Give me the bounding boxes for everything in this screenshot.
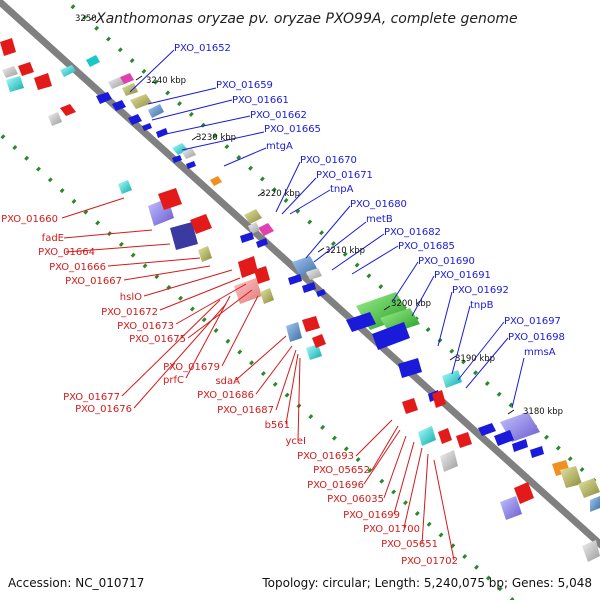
gene-label: PXO_01676 [75,404,132,415]
gene-label: PXO_01660 [1,214,58,225]
gene-label: PXO_01672 [101,307,158,318]
forward-features [60,55,600,512]
gene-label: tnpB [470,300,494,311]
reverse-features [0,38,600,562]
gene-label: mtgA [266,141,293,152]
gene-label: yceI [285,436,306,447]
tick-label: 3230 kbp [196,133,236,143]
gene-label: PXO_05651 [381,539,438,550]
gene-label: PXO_01675 [129,334,186,345]
tick-label: 3180 kbp [523,407,563,417]
tick-label: 3250 [75,14,97,24]
gene-label: prfC [163,375,184,386]
gene-label: PXO_01692 [452,285,509,296]
reverse-gene-labels: PXO_01660 fadE PXO_01664 PXO_01666 PXO_0… [1,214,458,567]
gene-label: PXO_01700 [363,524,420,535]
gene-label: sdaA [215,376,240,387]
kbp-scale-labels: 3250 3240 kbp 3230 kbp 3220 kbp 3210 kbp… [75,14,563,417]
gene-label: tnpA [330,184,354,195]
gene-label: PXO_01685 [398,241,455,252]
gene-label: PXO_01665 [264,124,321,135]
gene-label: PXO_01677 [63,392,120,403]
gene-label: PXO_05652 [313,465,370,476]
gene-label: PXO_01682 [384,227,441,238]
tick-label: 3220 kbp [260,189,300,199]
gene-label: PXO_01673 [117,321,174,332]
gene-label: PXO_01686 [197,390,254,401]
tick-label: 3190 kbp [455,354,495,364]
gene-label: PXO_01696 [307,480,364,491]
gene-label: PXO_01691 [434,270,491,281]
forward-leader-lines [129,49,525,409]
gene-label: PXO_01661 [232,95,289,106]
tick-label: 3240 kbp [146,76,186,86]
gene-label: PXO_01687 [217,405,274,416]
gene-label: PXO_01664 [38,247,95,258]
gene-label: mmsA [524,347,556,358]
tick-label: 3210 kbp [325,246,365,256]
accession-text: Accession: NC_010717 [8,576,144,590]
gene-label: PXO_01652 [174,43,231,54]
gene-label: PXO_01666 [49,262,106,273]
gene-label: PXO_01670 [300,155,357,166]
gene-label: PXO_01680 [350,199,407,210]
gene-label: PXO_01662 [250,110,307,121]
gene-label: fadE [42,233,64,244]
gene-label: b561 [265,420,290,431]
gene-label: PXO_01690 [418,256,475,267]
gene-label: hslO [120,292,142,303]
reverse-leader-lines [61,197,455,561]
tick-label: 3200 kbp [391,299,431,309]
gene-label: PXO_01667 [65,276,122,287]
gene-label: PXO_01693 [297,451,354,462]
gene-label: PXO_01697 [504,316,561,327]
forward-gene-labels: PXO_01652 PXO_01659 PXO_01661 PXO_01662 … [174,43,565,358]
gene-label: PXO_06035 [327,494,384,505]
genome-title: Xanthomonas oryzae pv. oryzae PXO99A, co… [95,11,518,27]
gene-label: metB [366,214,393,225]
gene-label: PXO_01698 [508,332,565,343]
gene-label: PXO_01699 [343,510,400,521]
gene-label: PXO_01702 [401,556,458,567]
gene-label: PXO_01679 [163,362,220,373]
gene-label: PXO_01671 [316,170,373,181]
genome-summary-text: Topology: circular; Length: 5,240,075 bp… [261,576,592,590]
scale-tick-marks [89,15,515,415]
gene-label: PXO_01659 [216,80,273,91]
